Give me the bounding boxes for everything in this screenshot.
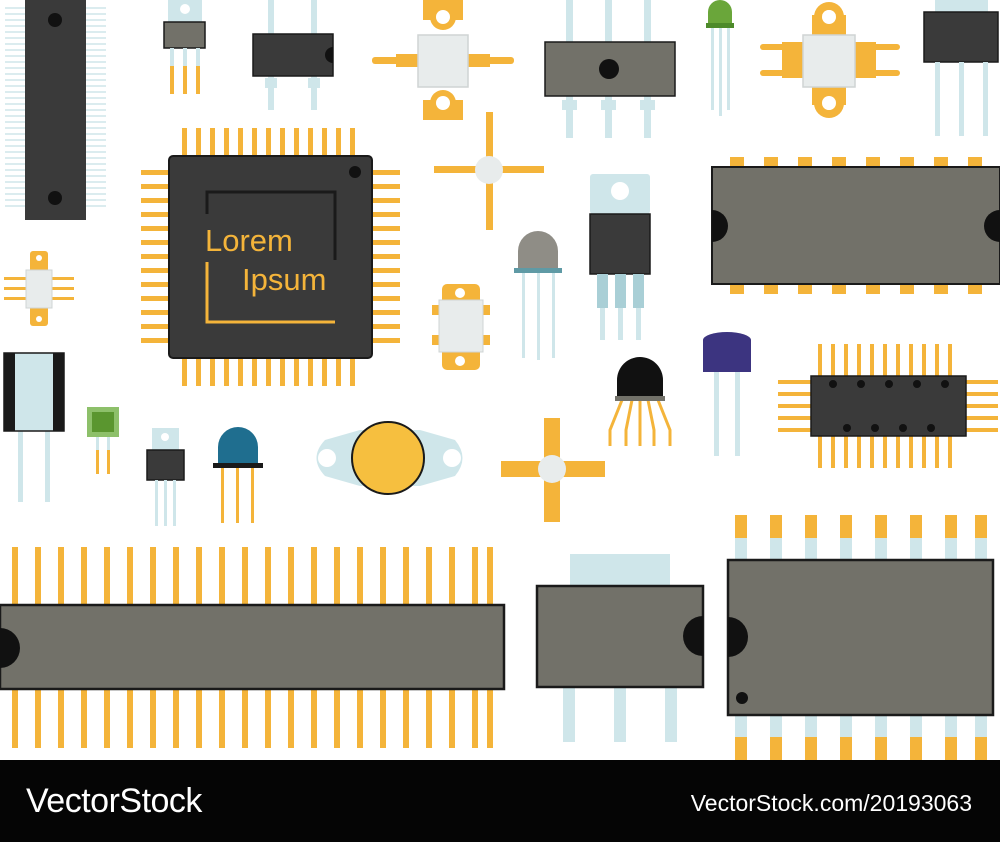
transistor-small-lower-icon	[146, 428, 185, 526]
image-reference: VectorStock.com/20193063	[690, 790, 972, 816]
large-dip-chip-right-icon	[711, 157, 1000, 294]
long-dip-chip-bottom-icon	[0, 547, 506, 748]
voltage-regulator-icon	[589, 174, 651, 340]
dark-soic-chip-icon	[778, 344, 998, 468]
small-gold-smd-icon	[4, 251, 74, 326]
gray-led-icon	[514, 231, 562, 360]
blue-led-icon	[213, 427, 263, 523]
flange-component-right-icon	[760, 2, 900, 118]
electrolytic-capacitor-icon	[3, 352, 65, 502]
small-dip-chip-icon	[252, 0, 334, 110]
transistor-top-right-icon	[923, 0, 999, 136]
transistor-small-icon	[163, 0, 206, 94]
chip-label-line2: Ipsum	[242, 262, 326, 297]
flange-power-component-icon	[372, 0, 514, 120]
yellow-disc-component-icon	[316, 421, 463, 495]
gray-module-bottom-icon	[535, 554, 705, 742]
chip-label-line1: Lorem	[205, 223, 293, 258]
green-led-icon	[706, 0, 734, 116]
vectorstock-logo: VectorStock	[26, 782, 202, 820]
small-green-diode-icon	[87, 407, 119, 474]
purple-capacitor-icon	[703, 332, 751, 456]
processor-chip-icon: Lorem Ipsum	[141, 128, 400, 386]
watermark-footer: VectorStock VectorStock.com/20193063	[0, 760, 1000, 842]
medium-gold-smd-icon	[432, 284, 490, 370]
black-dome-transistor-icon	[608, 357, 672, 446]
gold-cross-lower-icon	[501, 418, 605, 522]
large-dip-chip-bottom-right-icon	[726, 515, 995, 760]
gray-module-chip-icon	[544, 0, 676, 138]
vertical-smd-chip-icon	[5, 0, 106, 220]
gold-cross-component-icon	[434, 112, 544, 230]
electronic-components-illustration: Lorem Ipsum	[0, 0, 1000, 760]
